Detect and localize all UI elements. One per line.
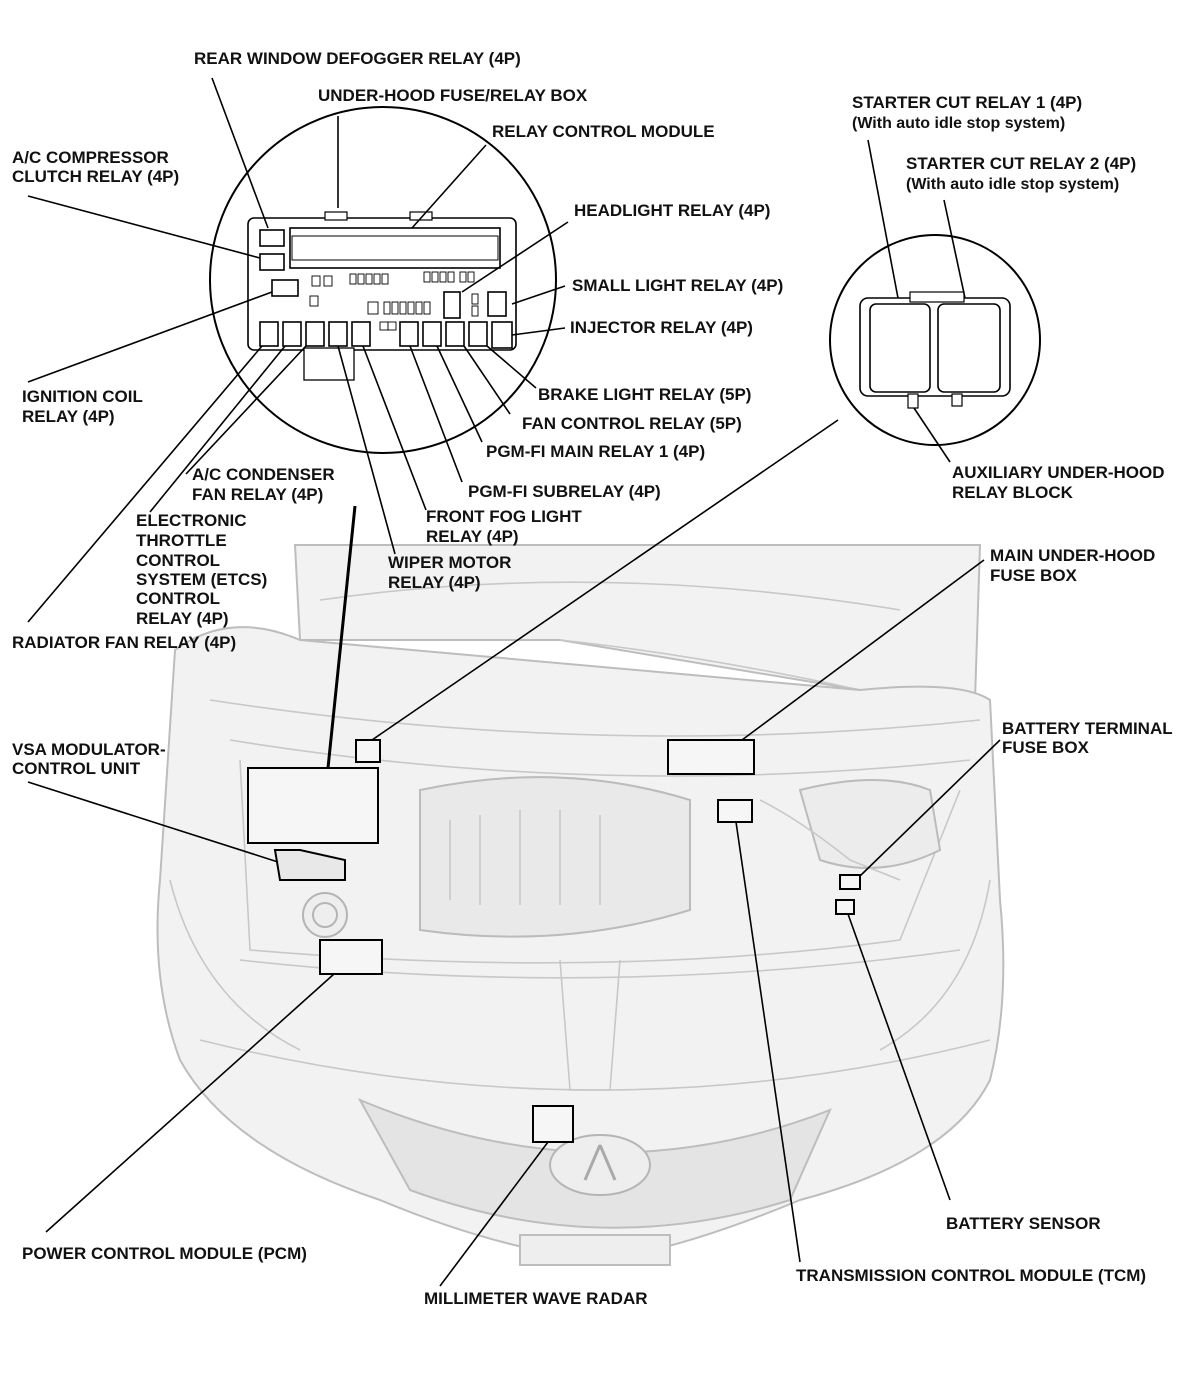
callout-labels: REAR WINDOW DEFOGGER RELAY (4P) UNDER-HO… <box>12 49 1173 1308</box>
label-pgmfi-subrelay: PGM-FI SUBRELAY (4P) <box>468 482 661 501</box>
label-aux-relay-block-1: AUXILIARY UNDER-HOOD <box>952 463 1165 482</box>
label-battery-sensor: BATTERY SENSOR <box>946 1214 1101 1233</box>
label-starter-cut-1a: STARTER CUT RELAY 1 (4P) <box>852 93 1082 112</box>
label-ac-condenser-1: A/C CONDENSER <box>192 465 335 484</box>
label-front-fog-1: FRONT FOG LIGHT <box>426 507 582 526</box>
label-pcm: POWER CONTROL MODULE (PCM) <box>22 1244 307 1263</box>
leader-lines <box>27 77 1001 1287</box>
label-headlight-relay: HEADLIGHT RELAY (4P) <box>574 201 770 220</box>
label-main-fuse-box-1: MAIN UNDER-HOOD <box>990 546 1155 565</box>
vehicle-illustration <box>156 544 1005 1266</box>
label-etcs-3: CONTROL <box>136 551 220 570</box>
label-rear-window-defogger: REAR WINDOW DEFOGGER RELAY (4P) <box>194 49 521 68</box>
label-etcs-5: CONTROL <box>136 589 220 608</box>
label-ignition-coil-1: IGNITION COIL <box>22 387 143 406</box>
label-aux-relay-block-2: RELAY BLOCK <box>952 483 1074 502</box>
label-radiator-fan-relay: RADIATOR FAN RELAY (4P) <box>12 633 236 652</box>
label-millimeter-wave-radar: MILLIMETER WAVE RADAR <box>424 1289 648 1308</box>
label-vsa-2: CONTROL UNIT <box>12 759 141 778</box>
label-etcs-1: ELECTRONIC <box>136 511 247 530</box>
pcm-marker <box>319 939 383 975</box>
label-pgmfi-main-relay: PGM-FI MAIN RELAY 1 (4P) <box>486 442 705 461</box>
label-main-fuse-box-2: FUSE BOX <box>990 566 1078 585</box>
label-ignition-coil-2: RELAY (4P) <box>22 407 115 426</box>
vsa-bracket <box>273 849 346 881</box>
label-small-light-relay: SMALL LIGHT RELAY (4P) <box>572 276 783 295</box>
label-under-hood-fuse-relay-box: UNDER-HOOD FUSE/RELAY BOX <box>318 86 588 105</box>
label-battery-terminal-1: BATTERY TERMINAL <box>1002 719 1173 738</box>
main-fuse-box-marker <box>667 739 755 775</box>
radar-marker <box>532 1105 574 1143</box>
label-etcs-2: THROTTLE <box>136 531 227 550</box>
label-wiper-motor-1: WIPER MOTOR <box>388 553 511 572</box>
label-starter-cut-2a: STARTER CUT RELAY 2 (4P) <box>906 154 1136 173</box>
label-ac-compressor-2: CLUTCH RELAY (4P) <box>12 167 179 186</box>
label-brake-light-relay: BRAKE LIGHT RELAY (5P) <box>538 385 751 404</box>
label-vsa-1: VSA MODULATOR- <box>12 740 166 759</box>
label-ac-compressor-1: A/C COMPRESSOR <box>12 148 169 167</box>
label-etcs-4: SYSTEM (ETCS) <box>136 570 267 589</box>
auxiliary-relay-block-marker <box>355 739 381 763</box>
tcm-marker <box>717 799 753 823</box>
label-front-fog-2: RELAY (4P) <box>426 527 519 546</box>
label-ac-condenser-2: FAN RELAY (4P) <box>192 485 323 504</box>
label-injector-relay: INJECTOR RELAY (4P) <box>570 318 753 337</box>
label-wiper-motor-2: RELAY (4P) <box>388 573 481 592</box>
label-relay-control-module: RELAY CONTROL MODULE <box>492 122 715 141</box>
label-starter-cut-1b: (With auto idle stop system) <box>852 115 1065 132</box>
label-starter-cut-2b: (With auto idle stop system) <box>906 176 1119 193</box>
label-tcm: TRANSMISSION CONTROL MODULE (TCM) <box>796 1266 1146 1285</box>
vehicle-components <box>247 739 861 1143</box>
vsa-modulator-unit <box>247 767 379 844</box>
fuse-relay-box-detail <box>209 106 557 454</box>
battery-terminal-fuse-box-marker <box>839 874 861 890</box>
label-fan-control-relay: FAN CONTROL RELAY (5P) <box>522 414 742 433</box>
battery-sensor-marker <box>835 899 855 915</box>
label-etcs-6: RELAY (4P) <box>136 609 229 628</box>
label-battery-terminal-2: FUSE BOX <box>1002 738 1090 757</box>
auxiliary-relay-block-detail <box>829 234 1041 446</box>
